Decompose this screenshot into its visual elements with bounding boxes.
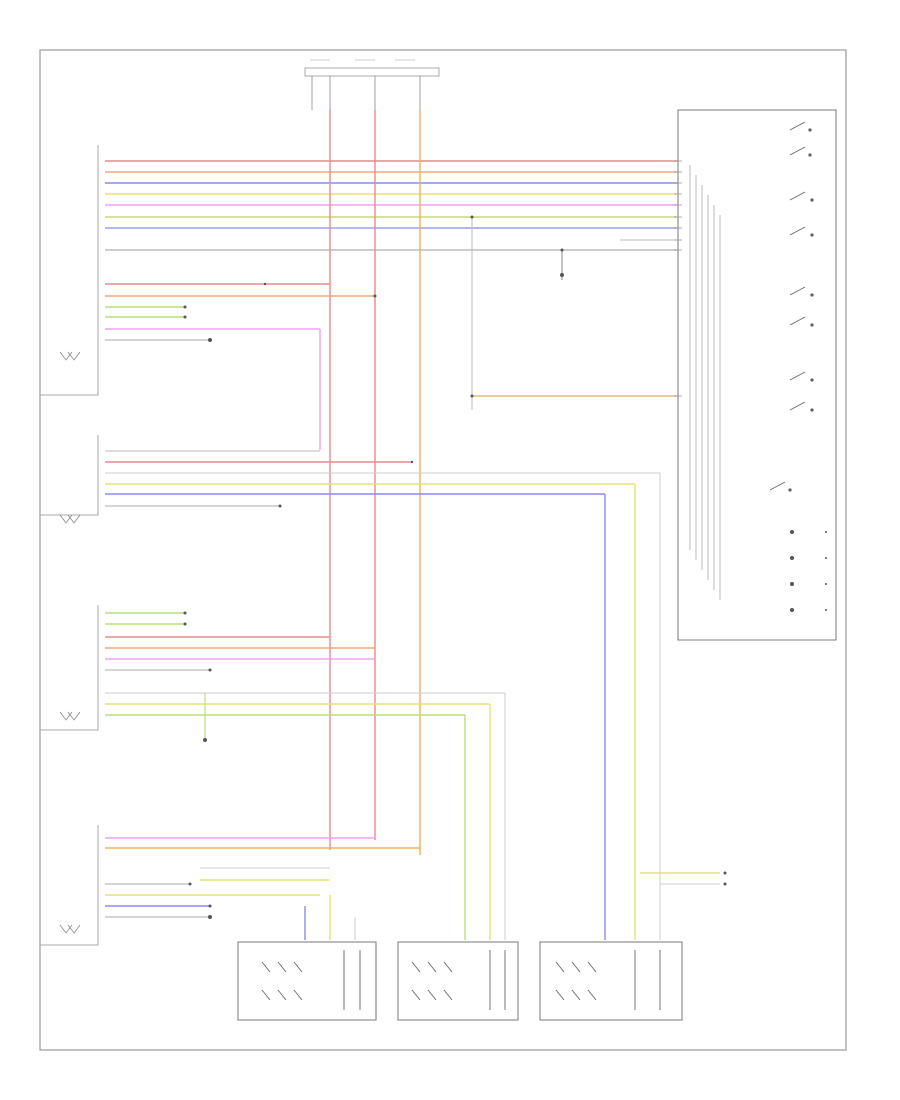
diagram-frame [39,49,847,1051]
motor-icon [59,351,81,361]
driver-door-module [40,145,99,396]
left-rear-door-module [40,435,99,524]
left-rear-window-switch [539,941,683,1021]
fuse-feed-wires [329,110,421,855]
bottom-switch-feeds [304,473,727,940]
ground-driver [560,248,564,280]
motor-icon [59,514,81,524]
right-passenger-wires [105,611,505,742]
fuse-block [304,59,440,110]
right-rear-door-module [40,825,99,946]
right-passenger-window-switch [397,941,519,1021]
driver-lower-wires [105,282,377,450]
connector-ticks [674,160,682,397]
driver-window-switch-panel [677,109,837,641]
wire-bundle-driver [105,160,678,251]
motor-icon [59,711,81,721]
tan-wire-vertical [470,215,678,410]
motor-icon [59,924,81,934]
right-passenger-door-module [40,605,99,731]
left-rear-wires [105,450,660,508]
right-rear-window-switch [237,941,377,1021]
right-rear-wires [105,837,420,919]
